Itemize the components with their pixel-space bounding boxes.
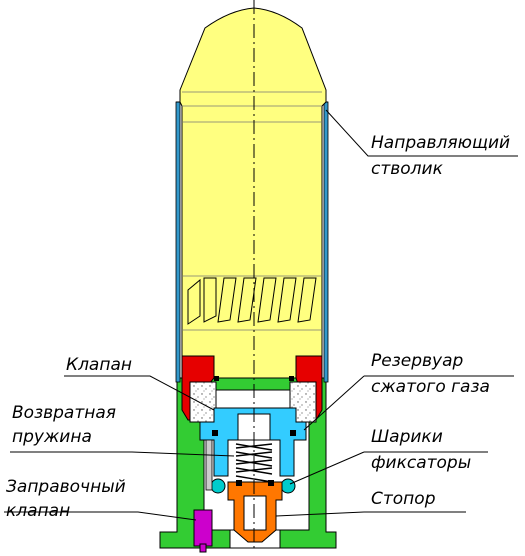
label-fill-valve-2: клапан (6, 501, 70, 521)
label-reservoir-2: сжатого газа (371, 377, 490, 397)
label-valve: Клапан (66, 355, 132, 375)
rifling-grooves (187, 277, 317, 325)
bullet (179, 7, 327, 379)
label-balls-2: фиксаторы (371, 453, 471, 473)
label-guide-barrel-1: Направляющий (371, 133, 510, 153)
filling-valve (193, 509, 213, 553)
label-guide-barrel-2: стволик (371, 159, 444, 179)
label-fill-valve-1: Заправочный (6, 477, 126, 497)
label-reservoir-1: Резервуар (371, 351, 463, 371)
label-return-spring-1: Возвратная (12, 403, 116, 423)
fill-channel (205, 439, 213, 491)
label-balls-1: Шарики (371, 427, 443, 447)
label-return-spring-2: пружина (12, 427, 92, 447)
leader-lines (4, 109, 518, 521)
stopper (227, 480, 283, 543)
gas-reservoir (181, 355, 323, 423)
label-stopper: Стопор (371, 489, 436, 509)
